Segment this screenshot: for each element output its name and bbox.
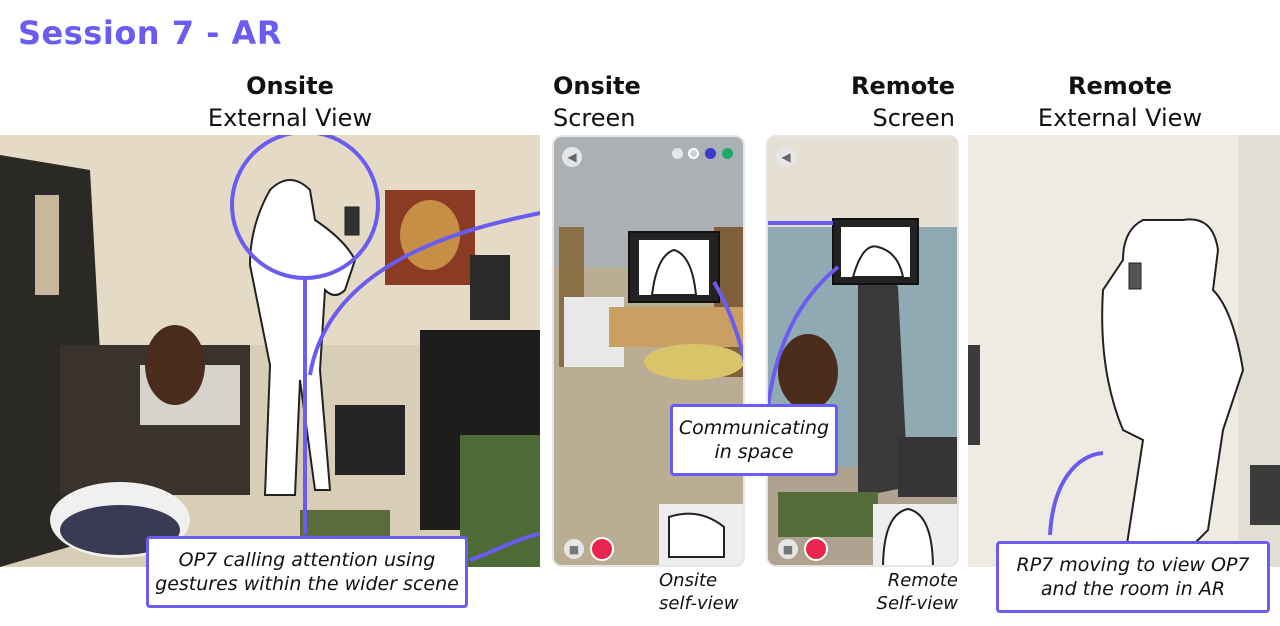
header-remote-external-line1: Remote: [1067, 72, 1172, 100]
remote-external-photo: [968, 135, 1280, 567]
remote-screen-frame: ◀ ■: [766, 135, 959, 567]
record-icon[interactable]: [804, 537, 828, 561]
header-remote-external-line2: External View: [1037, 104, 1203, 132]
header-onsite-external-line2: External View: [207, 104, 373, 132]
back-arrow-icon[interactable]: ◀: [776, 147, 796, 167]
caption-remote-self-view-line1: Remote: [887, 570, 958, 591]
color-dot-icon[interactable]: [722, 148, 733, 159]
color-dot-icon[interactable]: [688, 148, 699, 159]
onsite-screen-frame: ◀ ■: [552, 135, 745, 567]
lock-icon[interactable]: ■: [778, 539, 798, 559]
header-onsite-screen-line2: Screen: [553, 104, 636, 132]
color-dot-icon[interactable]: [672, 148, 683, 159]
caption-onsite-self-view: Onsite self-view: [659, 569, 759, 615]
header-remote-screen-line1: Remote: [850, 72, 955, 100]
color-dot-icon[interactable]: [705, 148, 716, 159]
caption-remote-self-view-line2: Self-view: [876, 593, 958, 614]
callout-onsite-attention: OP7 calling attention using gestures wit…: [146, 536, 468, 608]
header-remote-external: Remote External View: [1020, 70, 1220, 134]
record-icon[interactable]: [590, 537, 614, 561]
caption-onsite-self-view-line1: Onsite: [659, 570, 718, 591]
header-remote-screen: Remote Screen: [835, 70, 955, 134]
header-onsite-external: Onsite External View: [190, 70, 390, 134]
page-title: Session 7 - AR: [18, 14, 282, 52]
caption-onsite-self-view-line2: self-view: [659, 593, 739, 614]
header-remote-screen-line2: Screen: [872, 104, 955, 132]
lock-icon[interactable]: ■: [564, 539, 584, 559]
back-arrow-icon[interactable]: ◀: [562, 147, 582, 167]
callout-communicating: Communicating in space: [670, 404, 838, 476]
caption-remote-self-view: Remote Self-view: [858, 569, 958, 615]
callout-remote-moving: RP7 moving to view OP7 and the room in A…: [996, 541, 1270, 613]
onsite-external-photo: [0, 135, 540, 567]
header-onsite-screen-line1: Onsite: [553, 72, 641, 100]
header-onsite-screen: Onsite Screen: [553, 70, 673, 134]
header-onsite-external-line1: Onsite: [246, 72, 334, 100]
